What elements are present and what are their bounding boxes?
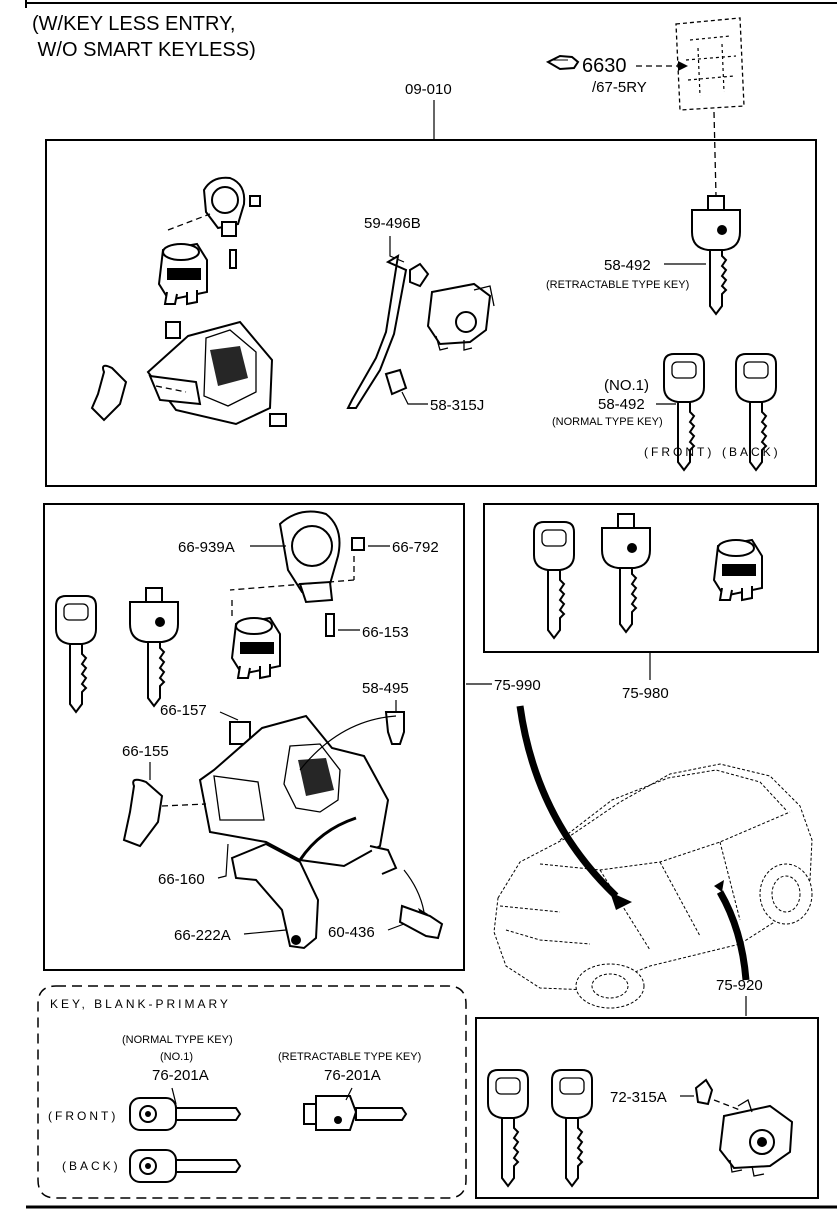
blank-normal-number: 76-201A bbox=[152, 1067, 209, 1084]
part-label-66-160: 66-160 bbox=[158, 871, 205, 888]
normal-key-number: 58-492 bbox=[598, 396, 645, 413]
car-drawing bbox=[493, 705, 813, 1009]
blank-normal-desc: (NORMAL TYPE KEY) bbox=[122, 1034, 233, 1046]
retractable-key-drawing bbox=[691, 195, 741, 315]
key-set-retract-key bbox=[601, 513, 651, 633]
blank-front-label: (FRONT) bbox=[48, 1109, 118, 1123]
ignition-switch-box: 66-939A 66-792 66-153 58-495 66-157 66-1… bbox=[43, 503, 465, 971]
door-key-1 bbox=[487, 1069, 529, 1187]
part-label-66-155: 66-155 bbox=[122, 743, 169, 760]
group-label-09-010: 09-010 bbox=[405, 81, 452, 98]
part-label-60-436: 60-436 bbox=[328, 924, 375, 941]
group-label-75-920: 75-920 bbox=[716, 977, 763, 994]
retractable-key-drawing-2 bbox=[129, 587, 179, 707]
key-set-cylinder bbox=[713, 539, 763, 601]
blank-back-label: (BACK) bbox=[62, 1159, 121, 1173]
key-set-box bbox=[483, 503, 819, 653]
part-label-66-153: 66-153 bbox=[362, 624, 409, 641]
part-label-66-939A: 66-939A bbox=[178, 539, 235, 556]
blank-key-heading: KEY, BLANK-PRIMARY bbox=[50, 997, 231, 1011]
reference-callout: 6630 /67-5RY bbox=[545, 17, 745, 197]
normal-key-qualifier: (NO.1) bbox=[604, 377, 649, 394]
part-label-66-792: 66-792 bbox=[392, 539, 439, 556]
reference-number: 6630 bbox=[582, 55, 627, 77]
part-label-58-315J: 58-315J bbox=[430, 397, 484, 414]
diagram-title-line2: W/O SMART KEYLESS) bbox=[32, 39, 256, 61]
blank-normal-key-front bbox=[129, 1087, 242, 1131]
normal-key-front-label: (FRONT) bbox=[644, 445, 714, 459]
blank-retract-desc: (RETRACTABLE TYPE KEY) bbox=[278, 1051, 421, 1063]
diagram-title-line1: (W/KEY LESS ENTRY, bbox=[32, 13, 235, 35]
group-label-75-980: 75-980 bbox=[622, 685, 669, 702]
page-border bbox=[25, 0, 837, 1209]
blank-retract-number: 76-201A bbox=[324, 1067, 381, 1084]
normal-key-drawing bbox=[55, 595, 97, 713]
key-set-normal-key bbox=[533, 521, 575, 639]
retractable-key-number: 58-492 bbox=[604, 257, 651, 274]
blank-key-box: KEY, BLANK-PRIMARY (NORMAL TYPE KEY) (NO… bbox=[37, 985, 467, 1199]
normal-key-back-label: (BACK) bbox=[722, 445, 781, 459]
steering-column-ghost bbox=[675, 17, 745, 111]
door-lock-key-box: 72-315A bbox=[475, 1017, 819, 1199]
ignition-lock-assembly-drawing bbox=[90, 176, 287, 427]
part-label-59-496B: 59-496B bbox=[364, 215, 421, 232]
pointing-hand-icon bbox=[545, 54, 580, 71]
blank-retract-key bbox=[303, 1087, 408, 1131]
reference-code: /67-5RY bbox=[592, 79, 647, 96]
part-label-72-315A: 72-315A bbox=[610, 1089, 667, 1106]
part-label-66-157: 66-157 bbox=[160, 702, 207, 719]
group-label-75-990: 75-990 bbox=[494, 677, 541, 694]
door-key-2 bbox=[551, 1069, 593, 1187]
top-assembly-box: 59-496B 58-315J 58-492 (RETRACTABLE TYPE… bbox=[45, 139, 817, 487]
part-label-66-222A: 66-222A bbox=[174, 927, 231, 944]
blank-normal-key-back bbox=[129, 1149, 242, 1183]
door-lock-rod-drawing: 59-496B 58-315J bbox=[346, 215, 495, 414]
part-label-58-495: 58-495 bbox=[362, 680, 409, 697]
retractable-key-desc: (RETRACTABLE TYPE KEY) bbox=[546, 279, 689, 291]
normal-key-desc: (NORMAL TYPE KEY) bbox=[552, 416, 663, 428]
blank-normal-qualifier: (NO.1) bbox=[160, 1051, 193, 1063]
